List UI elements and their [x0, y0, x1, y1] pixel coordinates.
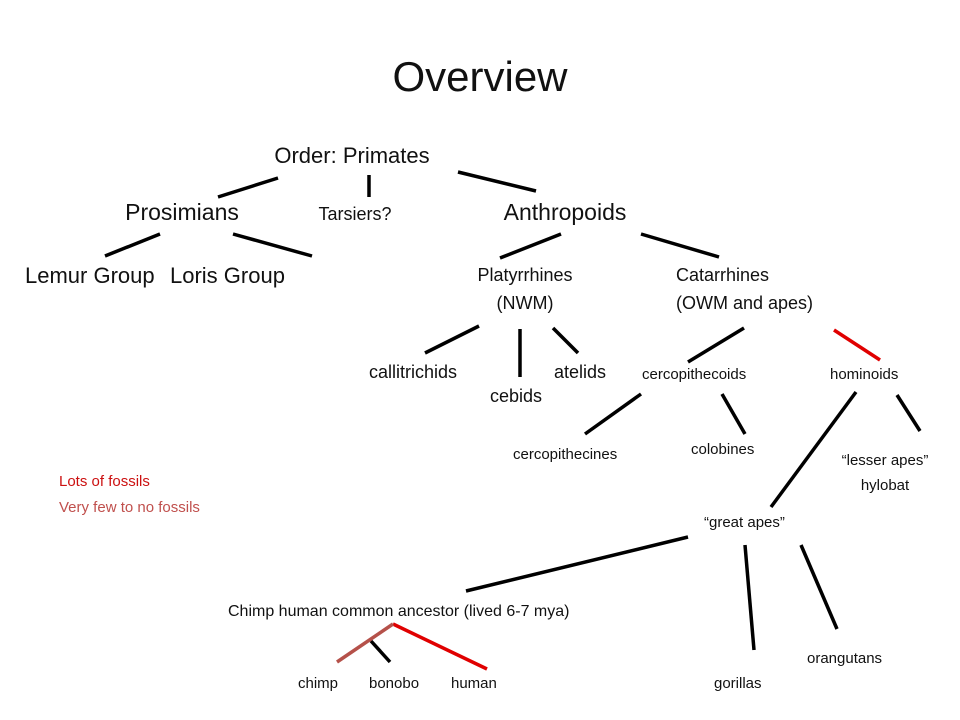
edge-catarrhines-cercopithecoids [687, 326, 745, 364]
node-cercopithecoids: cercopithecoids [642, 366, 747, 383]
node-great-apes: “great apes” [704, 514, 785, 531]
edge-anthropoids-platyrrhines [499, 232, 562, 260]
node-lesser-apes: “lesser apes” hylobat [810, 448, 960, 498]
node-gorillas: gorillas [714, 675, 762, 692]
node-cercopithecines: cercopithecines [513, 446, 618, 463]
edge-cercopithecoids-cercopithecines [583, 392, 643, 436]
node-human: human [451, 675, 497, 692]
edge-ancestor-human [392, 622, 488, 671]
node-order-primates: Order: Primates [274, 143, 430, 168]
edge-platyrrhines-callitrichids [424, 324, 480, 355]
node-bonobo: bonobo [369, 675, 420, 692]
edge-order-anthropoids [457, 170, 537, 193]
edge-cercopithecoids-colobines [720, 393, 747, 435]
node-catarrhines-line2: (OWM and apes) [676, 293, 814, 313]
node-lesser-apes-line1: “lesser apes” [841, 452, 929, 469]
legend-lots-of-fossils: Lots of fossils [59, 473, 150, 490]
node-platyrrhines-line2: (NWM) [496, 293, 554, 313]
node-orangutans: orangutans [807, 650, 883, 667]
node-catarrhines-line1: Catarrhines [676, 265, 770, 285]
edge-prosimians-loris [232, 232, 313, 258]
slide-title: Overview [392, 53, 568, 100]
edge-hominoids-great-apes [769, 390, 858, 509]
node-common-ancestor: Chimp human common ancestor (lived 6-7 m… [228, 603, 570, 620]
node-prosimians: Prosimians [125, 199, 239, 225]
edge-hominoids-lesser-apes [895, 394, 922, 432]
edge-platyrrhines-atelids [551, 326, 580, 355]
node-hominoids: hominoids [830, 366, 899, 383]
edge-prosimians-lemur [104, 232, 161, 258]
edge-great-apes-common-ancestor [465, 535, 689, 593]
node-cebids: cebids [490, 386, 543, 406]
edge-ancestor-bonobo [369, 639, 392, 664]
edge-anthropoids-catarrhines [640, 232, 720, 259]
node-platyrrhines-line1: Platyrrhines [477, 265, 573, 285]
node-callitrichids: callitrichids [369, 362, 458, 382]
node-lesser-apes-line2: hylobat [860, 477, 910, 494]
edge-great-apes-orangutans [799, 544, 839, 630]
node-loris-group: Loris Group [170, 263, 285, 288]
edge-great-apes-gorillas [743, 544, 756, 651]
node-tarsiers: Tarsiers? [318, 204, 392, 224]
node-atelids: atelids [554, 362, 607, 382]
node-chimp: chimp [298, 675, 339, 692]
node-colobines: colobines [691, 441, 755, 458]
edge-catarrhines-hominoids [833, 328, 881, 362]
legend-few-fossils: Very few to no fossils [59, 499, 200, 516]
node-platyrrhines: Platyrrhines (NWM) [440, 261, 610, 317]
edge-order-prosimians [217, 176, 279, 199]
node-catarrhines: Catarrhines (OWM and apes) [676, 261, 813, 317]
edge-ancestor-chimp [336, 622, 394, 664]
node-lemur-group: Lemur Group [25, 263, 155, 288]
node-anthropoids: Anthropoids [503, 199, 627, 225]
